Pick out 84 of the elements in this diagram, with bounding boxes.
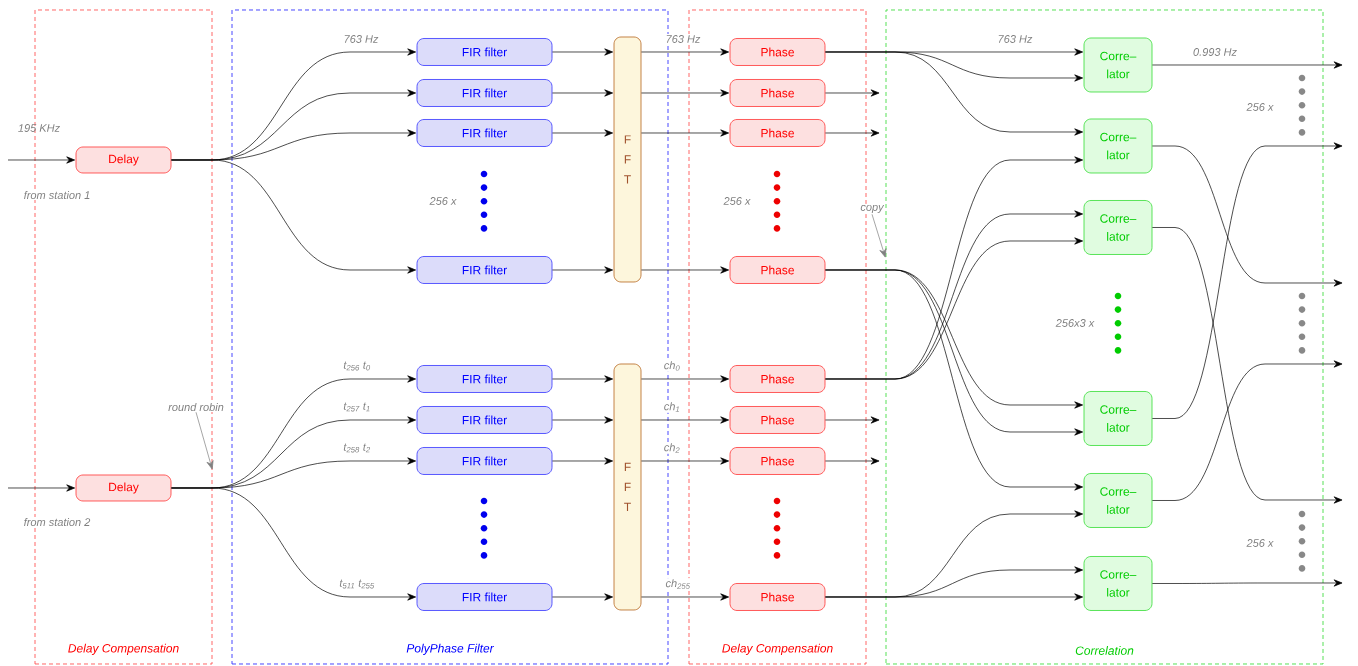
fir-filter-box: FIR filter (416, 79, 553, 107)
edge-label: t$_{258}$ t$_{2}$ (343, 443, 371, 453)
leader-line (195, 411, 214, 470)
delay-box: Delay (75, 474, 172, 502)
edge-label: ch$_{1}$ (662, 401, 682, 413)
correlator-box: Corre– lator (1083, 556, 1153, 611)
arrow (552, 593, 613, 601)
arrow (1152, 360, 1343, 501)
correlator-box: Corre– lator (1083, 473, 1153, 528)
fft-box: F F T (613, 36, 642, 283)
phase-box: Phase (729, 406, 826, 434)
edge-label: ch$_{2}$ (662, 442, 682, 454)
arrow (825, 129, 880, 137)
arrow (825, 237, 1083, 380)
arrow (552, 48, 613, 56)
phase-box: Phase (729, 365, 826, 393)
fir-filter-box: FIR filter (416, 365, 553, 393)
arrow (7, 156, 75, 164)
arrow (641, 266, 729, 274)
arrow (641, 457, 729, 465)
arrow (7, 484, 75, 492)
arrow (825, 89, 880, 97)
edge-label: 195 KHz (18, 124, 60, 132)
fir-filter-box: FIR filter (416, 583, 553, 611)
note-text: from station 2 (22, 516, 92, 528)
arrow (825, 269, 1083, 491)
fir-filter-box: FIR filter (416, 256, 553, 284)
arrow (825, 416, 880, 424)
phase-box: Phase (729, 583, 826, 611)
edge-label: t$_{511}$ t$_{255}$ (339, 579, 375, 589)
phase-box: Phase (729, 38, 826, 66)
leader-line (871, 213, 887, 258)
phase-box: Phase (729, 256, 826, 284)
edge-label: t$_{257}$ t$_{1}$ (343, 402, 370, 412)
arrow (641, 129, 729, 137)
arrow (171, 487, 417, 601)
edge-label: ch$_{255}$ (664, 578, 692, 590)
delay-box: Delay (75, 146, 172, 174)
annotation-text: copy (859, 203, 885, 215)
correlator-box: Corre– lator (1083, 391, 1153, 446)
edge-label: ch$_{0}$ (662, 360, 682, 372)
arrow (552, 266, 613, 274)
phase-box: Phase (729, 447, 826, 475)
arrow (171, 159, 417, 274)
arrow (552, 416, 613, 424)
edge-label: 763 Hz (344, 35, 379, 43)
edge-label: t$_{256}$ t$_{0}$ (343, 361, 371, 371)
arrow (552, 89, 613, 97)
fir-filter-box: FIR filter (416, 119, 553, 147)
arrow (825, 593, 1083, 601)
edge-label: 763 Hz (664, 34, 702, 44)
arrow (641, 593, 729, 601)
arrow (1152, 227, 1343, 504)
arrow (1152, 142, 1343, 419)
arrow (641, 48, 729, 56)
arrow (1152, 61, 1343, 69)
correlator-box: Corre– lator (1083, 118, 1153, 174)
arrow (552, 457, 613, 465)
phase-box: Phase (729, 79, 826, 107)
fir-filter-box: FIR filter (416, 406, 553, 434)
count-label: 256 x (1246, 103, 1274, 111)
fir-filter-box: FIR filter (416, 447, 553, 475)
arrow (552, 375, 613, 383)
arrow (641, 89, 729, 97)
arrow (825, 51, 1083, 136)
arrow (552, 129, 613, 137)
arrow (825, 457, 880, 465)
edge-label: 0.993 Hz (1193, 48, 1237, 56)
arrow (1152, 579, 1343, 587)
arrow (1152, 145, 1343, 287)
fir-filter-box: FIR filter (416, 38, 553, 66)
edge-label: 763 Hz (998, 35, 1033, 43)
count-label: 256 x (1246, 539, 1274, 547)
arrow (641, 416, 729, 424)
correlator-box: Corre– lator (1083, 37, 1153, 93)
count-label: 256 x (723, 197, 751, 205)
count-label: 256x3 x (1055, 319, 1095, 327)
count-label: 256 x (429, 197, 457, 205)
arrow (641, 375, 729, 383)
annotation-text: round robin (167, 401, 225, 413)
phase-box: Phase (729, 119, 826, 147)
fft-box: F F T (613, 363, 642, 611)
correlator-box: Corre– lator (1083, 200, 1153, 255)
note-text: from station 1 (22, 189, 92, 201)
